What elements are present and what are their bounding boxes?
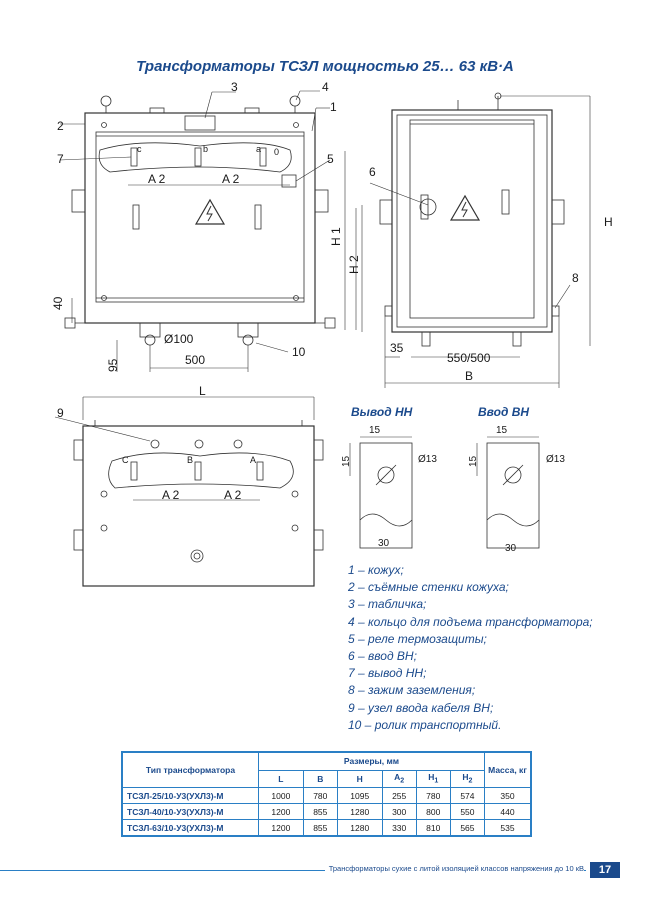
footer-text: Трансформаторы сухие с литой изоляцией к… [324, 864, 584, 873]
legend-item: 1 – кожух; [348, 563, 404, 577]
header-dims: Размеры, мм [258, 751, 485, 771]
legend-item: 9 – узел ввода кабеля ВН; [348, 700, 494, 715]
nn-dim-30: 30 [378, 538, 390, 549]
legend-item: 2 – съёмные стенки кожуха; [348, 580, 509, 595]
subtitle-nn: Вывод НН [351, 405, 413, 419]
front-view [64, 95, 336, 346]
side-view [379, 92, 565, 347]
nn-dim-13: Ø13 [418, 454, 437, 465]
dim-h1: H 1 [329, 227, 343, 246]
terminal-c: c [137, 144, 142, 154]
dim-500: 500 [185, 353, 205, 367]
legend-item: 6 – ввод ВН; [348, 649, 417, 664]
dim-40: 40 [51, 296, 65, 310]
terminal-0: 0 [274, 147, 279, 157]
legend-item: 7 – вывод НН; [348, 666, 427, 681]
page-footer: Трансформаторы сухие с литой изоляцией к… [0, 862, 650, 878]
subheader-b: B [302, 769, 338, 789]
legend: 1 – кожух; 2 – съёмные стенки кожуха; 3 … [348, 562, 593, 734]
legend-item: 4 – кольцо для подъема трансформатора; [348, 614, 593, 629]
vn-dim-15-top: 15 [496, 425, 508, 436]
terminal-upper-b: B [187, 455, 193, 465]
vn-dim-15-side: 15 [468, 455, 479, 467]
callout-2: 2 [57, 119, 64, 133]
callout-6: 6 [369, 165, 376, 179]
subheader-l: L [258, 769, 304, 789]
page-number: 17 [590, 862, 620, 878]
vn-terminal-detail [476, 436, 540, 549]
technical-drawing: 3 4 1 2 7 5 10 6 8 9 A 2 A 2 A 2 A 2 Ø10… [51, 80, 613, 587]
footer-rule [0, 870, 586, 871]
nn-dim-15-side: 15 [341, 455, 352, 467]
top-view [73, 420, 324, 587]
dim-550: 550/500 [447, 351, 491, 365]
vn-dim-13: Ø13 [546, 454, 565, 465]
dim-a2-left: A 2 [148, 172, 166, 186]
terminal-b: b [203, 144, 208, 154]
nn-terminal-detail [349, 436, 413, 549]
callout-1: 1 [330, 100, 337, 114]
dim-h2: H 2 [347, 255, 361, 274]
terminal-upper-c: C [122, 455, 129, 465]
dim-a2-top-left: A 2 [162, 488, 180, 502]
dim-d100: Ø100 [164, 332, 194, 346]
callout-10: 10 [292, 345, 306, 359]
dim-a2-top-right: A 2 [224, 488, 242, 502]
dim-35: 35 [390, 341, 404, 355]
legend-item: 5 – реле термозащиты; [348, 631, 487, 646]
subtitle-vn: Ввод ВН [478, 405, 530, 419]
subheader-a2: A2 [381, 769, 417, 789]
header-type: Тип трансформатора [121, 751, 259, 788]
terminal-upper-a: A [250, 455, 256, 465]
subheader-h: H [336, 769, 383, 789]
spec-table: Тип трансформатора Размеры, мм Масса, кг… [121, 751, 532, 837]
callout-7: 7 [57, 152, 64, 166]
callout-3: 3 [231, 80, 238, 94]
dim-a2-right: A 2 [222, 172, 240, 186]
callout-8: 8 [572, 271, 579, 285]
dim-95: 95 [106, 358, 120, 372]
callout-4: 4 [322, 80, 329, 94]
legend-item: 8 – зажим заземления; [348, 683, 476, 698]
legend-item: 10 – ролик транспортный. [348, 717, 502, 732]
vn-dim-30: 30 [505, 543, 517, 554]
callout-9: 9 [57, 406, 64, 420]
header-mass: Масса, кг [484, 751, 532, 788]
dim-h: H [604, 215, 613, 229]
dim-l: L [199, 384, 206, 398]
dim-b: B [465, 369, 473, 383]
nn-dim-15-top: 15 [369, 425, 381, 436]
subheader-h1: H1 [415, 769, 451, 789]
legend-item: 3 – табличка; [348, 597, 427, 612]
page-title: Трансформаторы ТСЗЛ мощностью 25… 63 кВ·… [136, 58, 514, 75]
callout-5: 5 [327, 152, 334, 166]
subheader-h2: H2 [449, 769, 486, 789]
terminal-a: a [256, 144, 261, 154]
